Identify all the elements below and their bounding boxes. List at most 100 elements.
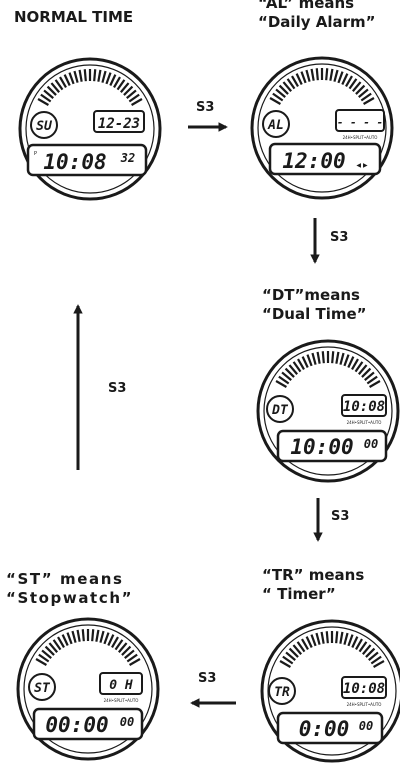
watch-inner-ring: [257, 63, 387, 193]
tick-mark: [325, 68, 329, 81]
tick-mark: [339, 631, 344, 644]
mode-label: SU: [36, 119, 53, 134]
lower-display-text: 12:00: [282, 149, 345, 173]
caption-dual-time: “DT”means “Dual Time”: [262, 286, 367, 324]
tick-mark: [275, 88, 286, 98]
tick-mark: [358, 88, 369, 98]
watch-inner-ring: [25, 64, 155, 194]
tick-mark: [113, 76, 121, 88]
tick-mark: [126, 653, 138, 663]
mode-circle: [28, 673, 56, 701]
lower-display: [32, 707, 144, 741]
watch-daily-alarm: AL - - - - 24H•SPLIT•AUTO 12:00 ◀ ▶: [250, 56, 394, 200]
tick-mark: [272, 92, 284, 102]
tick-mark: [63, 74, 71, 86]
upper-display-text: 12-23: [98, 116, 140, 132]
tick-mark: [316, 351, 321, 364]
tick-mark: [358, 641, 368, 653]
tick-mark: [97, 69, 102, 82]
tick-mark: [347, 634, 354, 647]
caption-dual-line2: “Dual Time”: [262, 305, 367, 323]
tick-mark: [343, 354, 350, 367]
tick-mark: [46, 85, 57, 96]
tick-mark: [93, 69, 97, 82]
tick-mark: [278, 84, 289, 95]
tick-mark: [296, 641, 306, 653]
tick-mark: [95, 629, 100, 642]
upper-display-text: - - - -: [337, 116, 383, 129]
tick-mark: [364, 371, 375, 381]
tick-mark: [73, 70, 79, 83]
label-s3-dual-timer: S3: [331, 509, 350, 524]
tick-mark: [282, 81, 292, 92]
lower-display: [276, 429, 388, 463]
lower-seconds: 32: [120, 151, 135, 165]
tick-mark: [126, 89, 137, 99]
tick-mark: [128, 93, 140, 103]
tick-mark: [124, 649, 135, 659]
tick-mark: [288, 364, 298, 375]
tick-mark: [315, 68, 319, 81]
caption-stopwatch: “ST” means “Stopwatch”: [6, 570, 133, 608]
upper-display-text: 10:08: [343, 681, 385, 697]
tick-mark: [368, 651, 379, 661]
tick-mark: [370, 655, 382, 665]
tick-mark: [131, 98, 143, 106]
caption-alarm-line2: “Daily Alarm”: [258, 13, 376, 31]
tick-mark: [37, 98, 49, 106]
tick-mark: [286, 78, 296, 90]
tick-mark: [123, 85, 134, 96]
caption-stopwatch-line1: “ST” means: [6, 570, 124, 588]
tick-mark: [107, 634, 115, 646]
tick-mark: [105, 72, 112, 85]
tick-mark: [310, 68, 315, 81]
lower-tiny-icons: ◀ ▶: [356, 162, 368, 169]
tick-mark: [347, 356, 355, 368]
sub-label: 24H•SPLIT•AUTO: [104, 698, 139, 703]
watch-inner-ring: [263, 346, 393, 476]
tick-mark: [358, 364, 368, 375]
tick-mark: [40, 93, 52, 103]
tick-arc: [279, 631, 385, 668]
tick-mark: [54, 79, 64, 91]
caption-dual-line1: “DT”means: [262, 286, 360, 304]
tick-mark: [335, 351, 340, 364]
tick-mark: [351, 358, 359, 370]
tick-mark: [285, 651, 296, 661]
tick-mark: [129, 658, 141, 666]
tick-mark: [68, 72, 75, 85]
tick-mark: [329, 68, 334, 81]
caption-normal-line1: NORMAL TIME: [14, 8, 134, 26]
lower-display-text: 00:00: [45, 713, 108, 737]
tick-mark: [331, 351, 335, 364]
caption-timer-line2: “ Timer”: [262, 585, 336, 603]
tick-mark: [343, 632, 349, 645]
tick-mark: [301, 356, 309, 368]
tick-mark: [281, 371, 292, 381]
label-s3-timer-stopwatch: S3: [198, 671, 217, 686]
tick-mark: [335, 631, 339, 644]
tick-mark: [321, 351, 325, 364]
tick-mark: [109, 74, 117, 86]
caption-daily-alarm: “AL” means “Daily Alarm”: [258, 0, 375, 32]
tick-mark: [91, 629, 95, 642]
tick-mark: [83, 69, 87, 82]
tick-mark: [339, 352, 345, 365]
lower-prefix: P: [34, 151, 37, 157]
tick-mark: [57, 636, 65, 648]
watch-dual-time: DT 10:08 24H•SPLIT•AUTO 10:00 00: [256, 339, 400, 483]
tick-mark: [279, 660, 291, 668]
tick-mark: [52, 639, 62, 651]
tick-mark: [292, 361, 302, 373]
lower-display-text: 0:00: [299, 717, 350, 741]
tick-arc: [269, 68, 375, 105]
tick-mark: [111, 636, 119, 648]
watch-stopwatch: ST 0 H 24H•SPLIT•AUTO 00:00 00: [16, 617, 160, 761]
tick-mark: [311, 352, 317, 365]
mode-label: ST: [34, 681, 51, 696]
tick-mark: [320, 631, 325, 644]
tick-mark: [295, 73, 303, 85]
tick-mark: [369, 380, 381, 388]
tick-mark: [300, 71, 307, 84]
